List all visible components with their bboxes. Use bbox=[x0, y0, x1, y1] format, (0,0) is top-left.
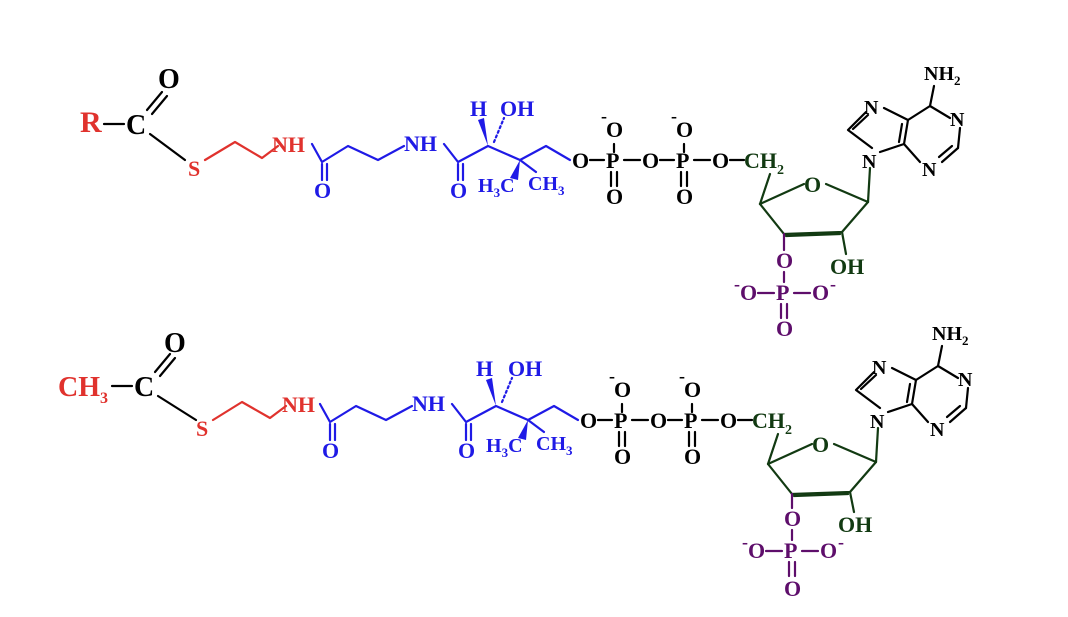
sulfur-label: S bbox=[188, 156, 200, 181]
carbonyl-oxygen-label: O bbox=[164, 328, 186, 359]
ribose-group: CH2 O OH bbox=[744, 148, 872, 279]
n7-label: N bbox=[872, 357, 887, 379]
minus-charge-label: - bbox=[742, 532, 748, 552]
oxygen-label: O bbox=[614, 377, 631, 402]
n1-label: N bbox=[950, 109, 965, 131]
oxygen-label: O bbox=[606, 117, 623, 142]
hydrogen-label: H bbox=[476, 356, 493, 381]
n3-label: N bbox=[930, 419, 945, 441]
oxygen-label: O bbox=[650, 408, 667, 433]
amide-nh-label: NH bbox=[282, 392, 315, 417]
carbonyl-carbon-label: C bbox=[134, 372, 154, 403]
oxygen-label: O bbox=[740, 280, 757, 305]
r-group-label: R bbox=[80, 106, 102, 139]
acyl-coa-structure: R C O S NH O NH O H OH H3C bbox=[80, 63, 965, 341]
minus-charge-label: - bbox=[838, 532, 844, 552]
amide-oxygen-label: O bbox=[322, 438, 339, 463]
methyl-label: CH3 bbox=[536, 433, 573, 458]
ring-oxygen-label: O bbox=[804, 172, 821, 197]
phosphorus-label: P bbox=[614, 408, 627, 433]
oxygen-label: O bbox=[784, 506, 801, 531]
acyl-group: R C O S NH bbox=[80, 64, 305, 181]
methyl-label: H3C bbox=[478, 175, 515, 200]
n9-label: N bbox=[870, 411, 885, 433]
methyl-label: H3C bbox=[486, 435, 523, 460]
oxygen-label: O bbox=[676, 184, 693, 209]
hydroxyl-label: OH bbox=[508, 356, 542, 381]
sulfur-label: S bbox=[196, 416, 208, 441]
minus-charge-label: - bbox=[601, 106, 607, 126]
amide-nh-label: NH bbox=[404, 131, 437, 156]
n9-label: N bbox=[862, 151, 877, 173]
three-prime-phosphate-group: O P - O O - O bbox=[734, 232, 836, 341]
phosphorus-label: P bbox=[684, 408, 697, 433]
n3-label: N bbox=[922, 159, 937, 181]
hydroxyl-label: OH bbox=[838, 512, 872, 537]
phosphorus-label: P bbox=[784, 538, 797, 563]
methyl-label: CH3 bbox=[528, 173, 565, 198]
minus-charge-label: - bbox=[734, 274, 740, 294]
minus-charge-label: - bbox=[671, 106, 677, 126]
phosphorus-label: P bbox=[676, 148, 689, 173]
oxygen-label: O bbox=[784, 576, 801, 601]
pyrophosphate-group: O P O - O O P O - O O bbox=[572, 106, 746, 209]
three-prime-phosphate-group: O P - O O - O bbox=[742, 492, 844, 601]
carbonyl-oxygen-label: O bbox=[158, 64, 180, 95]
acetyl-group: CH3 C O S NH bbox=[58, 328, 315, 441]
amide-nh-label: NH bbox=[272, 132, 305, 157]
acetyl-coa-structure: CH3 C O S NH O NH O H OH H3C bbox=[58, 323, 973, 601]
oxygen-label: O bbox=[812, 280, 829, 305]
oxygen-label: O bbox=[606, 184, 623, 209]
n7-label: N bbox=[864, 97, 879, 119]
oxygen-label: O bbox=[684, 444, 701, 469]
minus-charge-label: - bbox=[609, 366, 615, 386]
oxygen-label: O bbox=[676, 117, 693, 142]
hydrogen-label: H bbox=[470, 96, 487, 121]
oxygen-label: O bbox=[712, 148, 729, 173]
adenine-group: N N N N NH2 bbox=[854, 323, 973, 441]
oxygen-label: O bbox=[776, 248, 793, 273]
oxygen-label: O bbox=[580, 408, 597, 433]
minus-charge-label: - bbox=[679, 366, 685, 386]
hydroxyl-label: OH bbox=[500, 96, 534, 121]
pantetheine-group: O NH O H OH H3C CH3 bbox=[310, 96, 572, 203]
amide-oxygen-label: O bbox=[458, 438, 475, 463]
hydroxyl-label: OH bbox=[830, 254, 864, 279]
carbonyl-carbon-label: C bbox=[126, 110, 146, 141]
phosphorus-label: P bbox=[776, 280, 789, 305]
oxygen-label: O bbox=[820, 538, 837, 563]
pantetheine-group: O NH O H OH H3C CH3 bbox=[318, 356, 580, 463]
minus-charge-label: - bbox=[830, 274, 836, 294]
methyl-label: CH3 bbox=[58, 372, 108, 407]
oxygen-label: O bbox=[614, 444, 631, 469]
phosphorus-label: P bbox=[606, 148, 619, 173]
oxygen-label: O bbox=[776, 316, 793, 341]
pyrophosphate-group: O P O - O O P O - O O bbox=[580, 366, 754, 469]
amino-label: NH2 bbox=[932, 323, 969, 348]
oxygen-label: O bbox=[748, 538, 765, 563]
amide-oxygen-label: O bbox=[314, 178, 331, 203]
oxygen-label: O bbox=[572, 148, 589, 173]
oxygen-label: O bbox=[720, 408, 737, 433]
n1-label: N bbox=[958, 369, 973, 391]
oxygen-label: O bbox=[684, 377, 701, 402]
methylene-label: CH2 bbox=[744, 148, 784, 178]
amide-oxygen-label: O bbox=[450, 178, 467, 203]
amide-nh-label: NH bbox=[412, 391, 445, 416]
oxygen-label: O bbox=[642, 148, 659, 173]
methylene-label: CH2 bbox=[752, 408, 792, 438]
ribose-group: CH2 O OH bbox=[752, 408, 880, 537]
ring-oxygen-label: O bbox=[812, 432, 829, 457]
amino-label: NH2 bbox=[924, 63, 961, 88]
adenine-group: N N N N NH2 bbox=[846, 63, 965, 181]
